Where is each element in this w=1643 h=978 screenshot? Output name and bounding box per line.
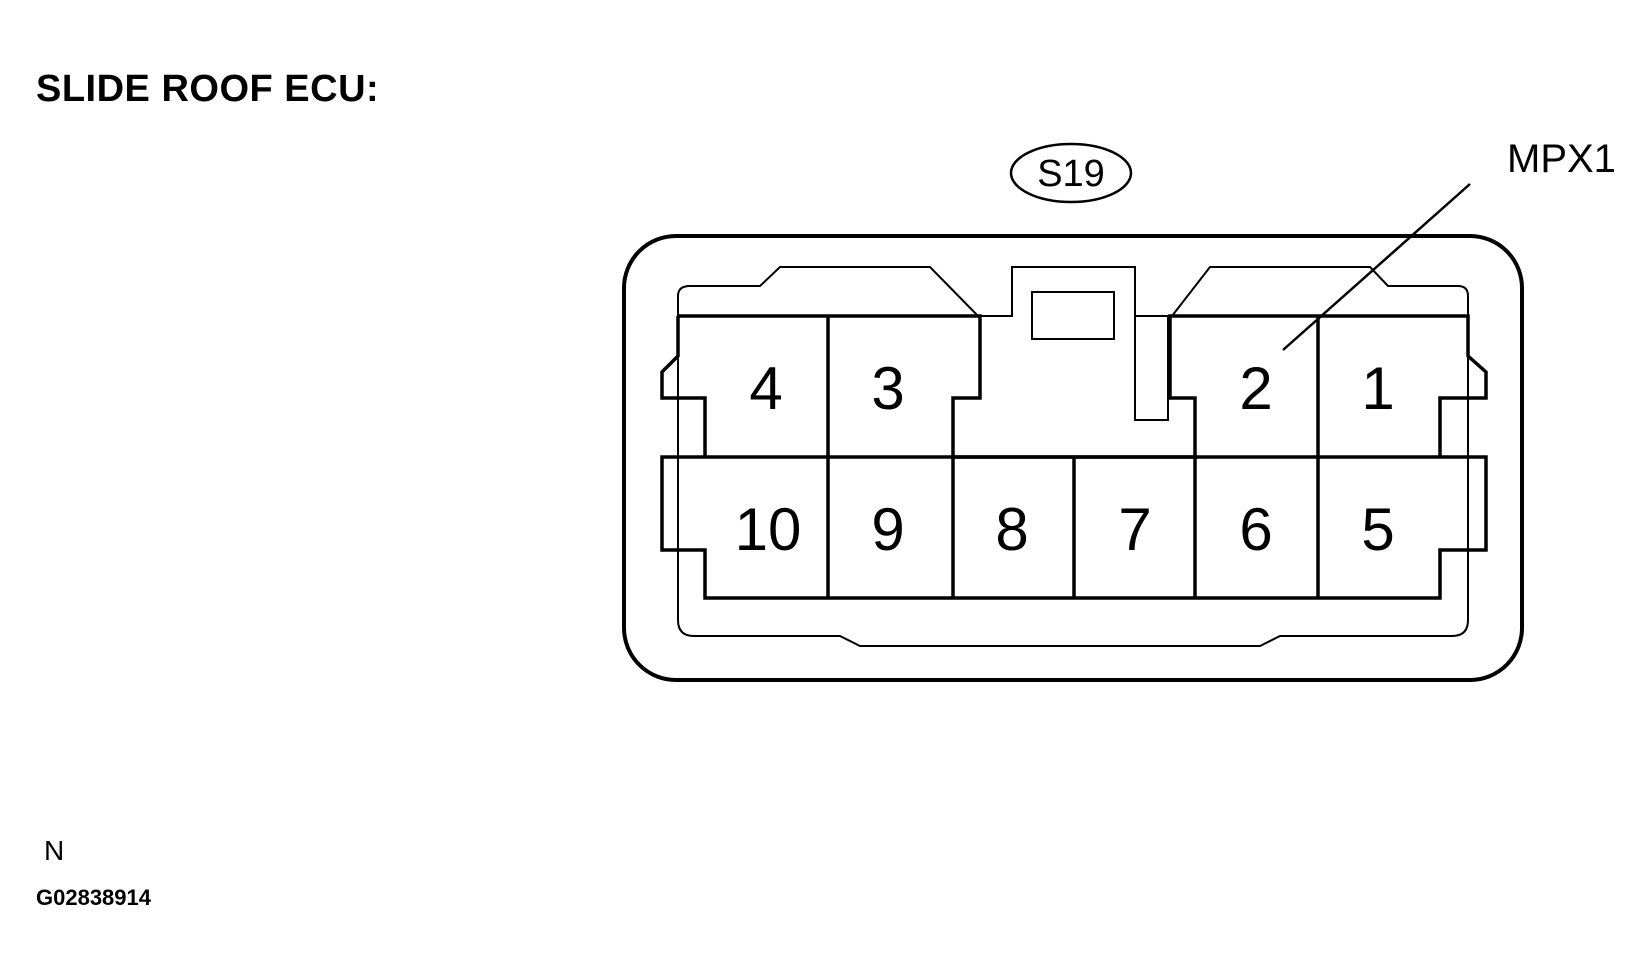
pin-label: 3: [871, 355, 904, 422]
diagram-title: SLIDE ROOF ECU:: [36, 68, 380, 110]
pin-label: 9: [871, 496, 904, 563]
callout-label: MPX1: [1507, 137, 1616, 181]
connector-id-label: S19: [1037, 153, 1105, 195]
connector-id-ellipse: [1009, 142, 1133, 204]
pin-label: 8: [995, 496, 1028, 563]
figure-code: G02838914: [36, 885, 151, 910]
pin-label: 7: [1118, 496, 1151, 563]
bottom-row-housing: [660, 455, 1488, 600]
connector-housing-outer: [622, 234, 1524, 682]
connector-latch: [1134, 316, 1169, 421]
pin-label: 5: [1361, 496, 1394, 563]
pin-label: 10: [735, 496, 802, 563]
pin-label: 4: [749, 355, 782, 422]
footer-letter: N: [44, 835, 65, 866]
callout-leader-line: [1282, 183, 1471, 351]
top-row-housing-left: [660, 316, 707, 457]
pin-label: 1: [1361, 355, 1394, 422]
top-row-housing: [678, 314, 1488, 459]
pin-label: 6: [1239, 496, 1272, 563]
connector-latch-window: [1031, 291, 1115, 340]
pin-label: 2: [1239, 355, 1272, 422]
connector-housing-inner: [677, 266, 1469, 647]
